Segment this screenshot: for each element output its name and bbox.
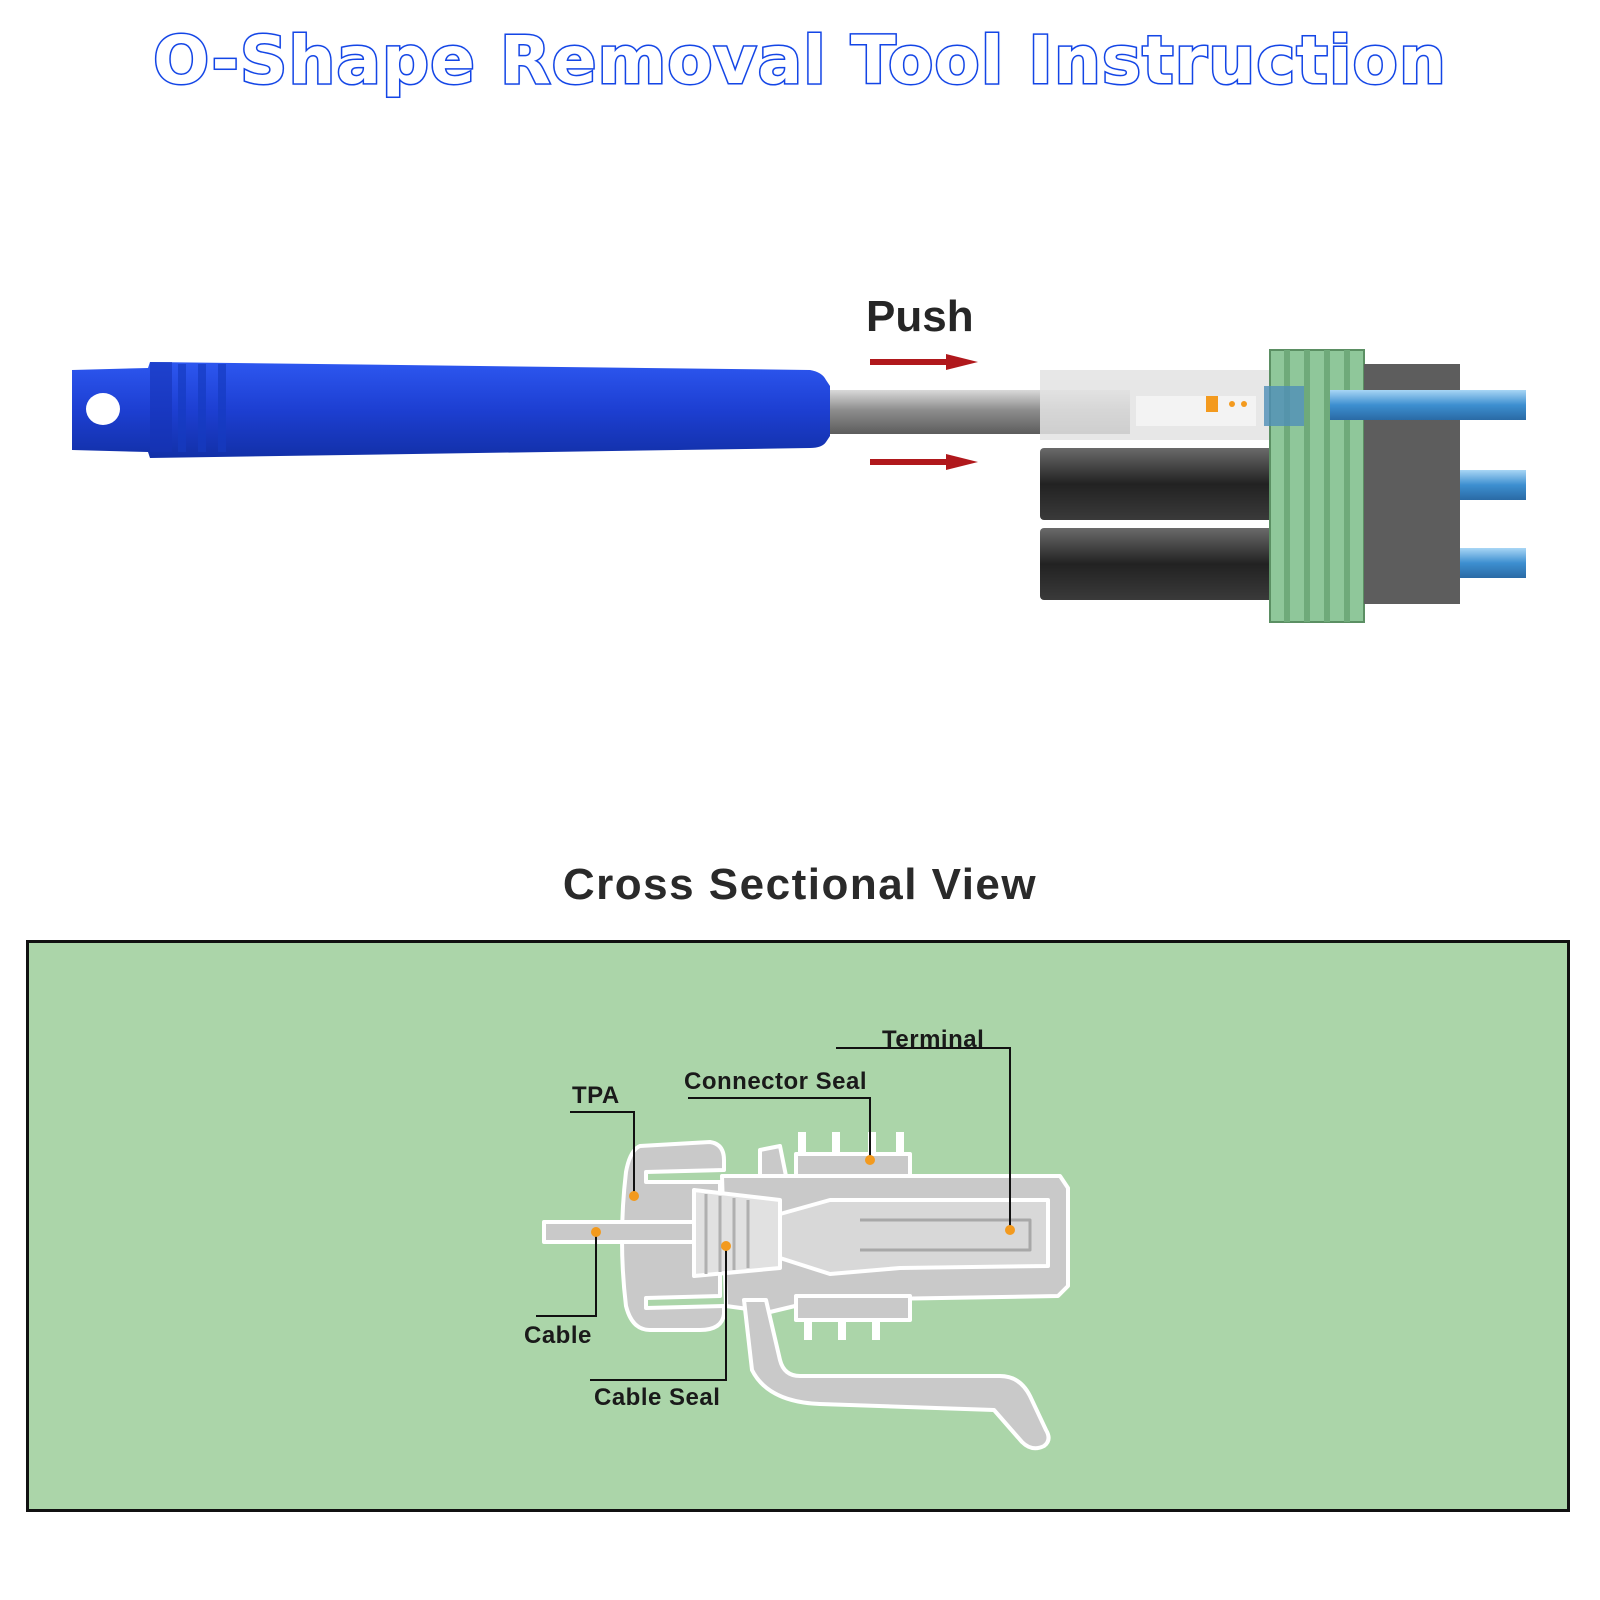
- push-label: Push: [866, 292, 974, 341]
- cable-seal-leader: [590, 1246, 727, 1381]
- terminal-shape: [778, 1198, 1050, 1276]
- housing-post: [758, 1144, 788, 1178]
- tool-illustration: [72, 349, 1526, 623]
- lower-seal-block: [794, 1294, 912, 1322]
- cable-seal-label: Cable Seal: [594, 1384, 721, 1411]
- cable-leader: [536, 1232, 597, 1317]
- cable-seal-dot: [721, 1241, 731, 1251]
- wire-top: [1330, 390, 1526, 420]
- section-title: Cross Sectional View: [562, 860, 1038, 909]
- terminal-dot: [1005, 1225, 1015, 1235]
- push-arrow-bottom: [870, 454, 978, 470]
- connector-seal-label: Connector Seal: [684, 1068, 868, 1095]
- wire-middle: [1460, 470, 1526, 500]
- cable-seal-shape: [692, 1188, 782, 1278]
- terminal-label: Terminal: [882, 1026, 985, 1053]
- connector-seal-dot: [865, 1155, 875, 1165]
- tpa-label: TPA: [572, 1082, 620, 1109]
- cable-dot: [591, 1227, 601, 1237]
- latch-arm: [742, 1298, 1051, 1451]
- cable-label: Cable: [524, 1322, 592, 1349]
- connector-seal-leader: [688, 1097, 871, 1160]
- tpa-dot: [629, 1191, 639, 1201]
- wire-bottom: [1460, 548, 1526, 578]
- terminal-leader: [836, 1047, 1011, 1230]
- push-arrow-top: [870, 354, 978, 370]
- page-title: O-Shape Removal Tool Instruction: [152, 21, 1448, 101]
- connector-seal-block: [794, 1152, 912, 1178]
- cable-shape: [542, 1220, 696, 1244]
- tpa-leader: [570, 1111, 635, 1196]
